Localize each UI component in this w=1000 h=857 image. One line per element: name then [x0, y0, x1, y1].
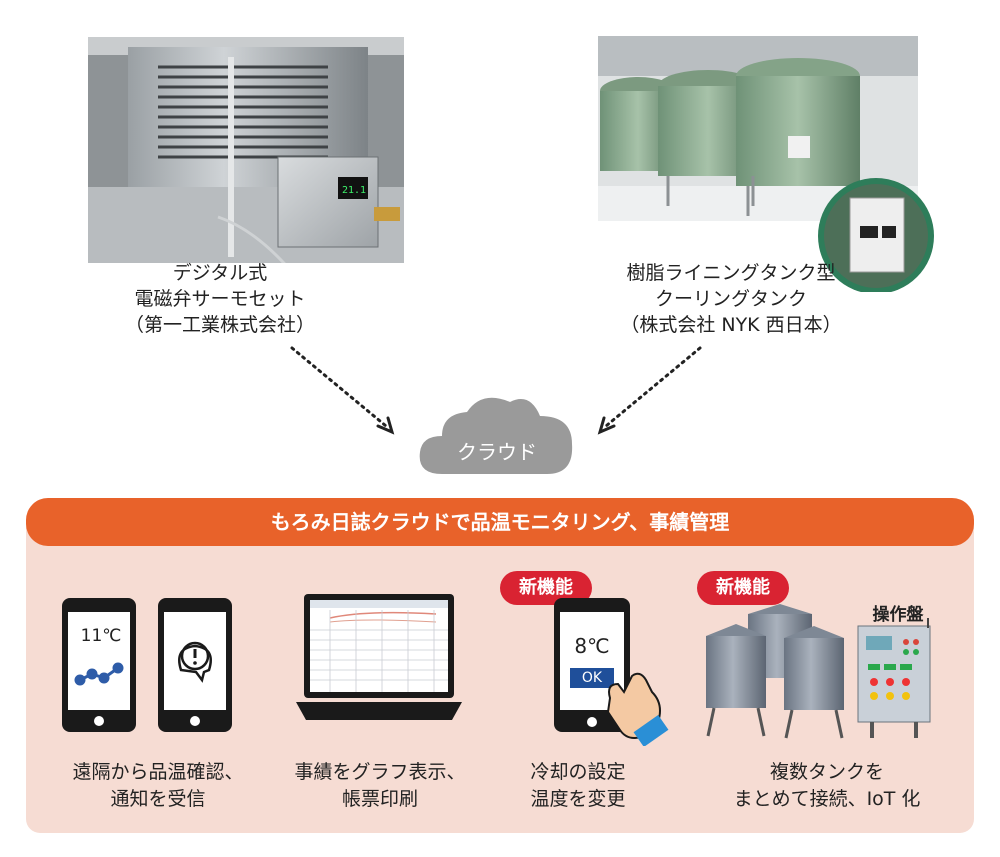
feature-set-temperature: 8℃ OK — [540, 596, 670, 747]
feature-caption: 複数タンクを まとめて接続、IoT 化 — [712, 759, 942, 813]
feature-caption: 事績をグラフ表示、 帳票印刷 — [270, 759, 490, 813]
right-dotted-arrow — [597, 346, 702, 435]
caption-line: （第一工業株式会社） — [124, 314, 315, 336]
tanks-illustration — [706, 604, 931, 739]
hand-icon — [606, 672, 661, 739]
cooling-tank-caption: 樹脂ライニングタンク型 クーリングタンク （株式会社 NYK 西日本） — [606, 260, 856, 338]
feature-remote-monitoring: 11℃ — [58, 588, 258, 738]
ok-button-label: OK — [581, 670, 603, 686]
feature-caption: 遠隔から品温確認、 通知を受信 — [48, 759, 268, 813]
cooling-tank-illustration — [598, 36, 934, 294]
features-banner: もろみ日誌クラウドで品温モニタリング、事績管理 — [26, 498, 974, 546]
caption-line: クーリングタンク — [654, 288, 807, 310]
caption-line: 事績をグラフ表示、 — [294, 761, 466, 783]
connection-arrows — [290, 346, 702, 435]
tank — [706, 624, 766, 737]
phone-ok-illustration — [554, 598, 669, 747]
thermo-display-value: 21.1 — [342, 185, 366, 196]
thermo-set-photo: 21.1 — [88, 37, 404, 263]
caption-line: （株式会社 NYK 西日本） — [620, 314, 842, 336]
thermo-set-caption: デジタル式 電磁弁サーモセット （第一工業株式会社） — [100, 260, 340, 338]
thermo-set-illustration: 21.1 — [88, 37, 404, 263]
caption-line: デジタル式 — [172, 262, 268, 284]
caption-line: まとめて接続、IoT 化 — [733, 788, 921, 810]
left-dotted-arrow — [290, 346, 395, 435]
operation-panel-label: 操作盤 — [872, 605, 924, 625]
phone-temperature: 11℃ — [80, 626, 122, 646]
caption-line: 通知を受信 — [110, 788, 206, 810]
caption-line: 樹脂ライニングタンク型 — [626, 262, 836, 284]
caption-line: 電磁弁サーモセット — [134, 288, 306, 310]
cloud-label: クラウド — [457, 440, 537, 464]
caption-line: 遠隔から品温確認、 — [72, 761, 244, 783]
control-panel — [857, 618, 931, 738]
feature-caption: 冷却の設定 温度を変更 — [508, 759, 648, 813]
feature-report — [296, 592, 462, 722]
new-feature-badge: 新機能 — [697, 571, 789, 605]
cloud: クラウド — [412, 386, 582, 486]
caption-line: 冷却の設定 — [530, 761, 626, 783]
alert-icon — [180, 641, 210, 671]
tank — [784, 626, 844, 739]
caption-line: 温度を変更 — [530, 788, 626, 810]
cloud-icon — [419, 397, 573, 474]
cooling-tank-photo — [598, 36, 938, 294]
feature-iot-tanks — [700, 598, 950, 748]
ok-button[interactable] — [570, 668, 614, 688]
phone-temperature: 8℃ — [574, 634, 610, 658]
laptop-illustration — [296, 594, 462, 720]
smartphones-illustration — [62, 598, 232, 732]
caption-line: 複数タンクを — [769, 761, 884, 783]
caption-line: 帳票印刷 — [341, 788, 418, 810]
